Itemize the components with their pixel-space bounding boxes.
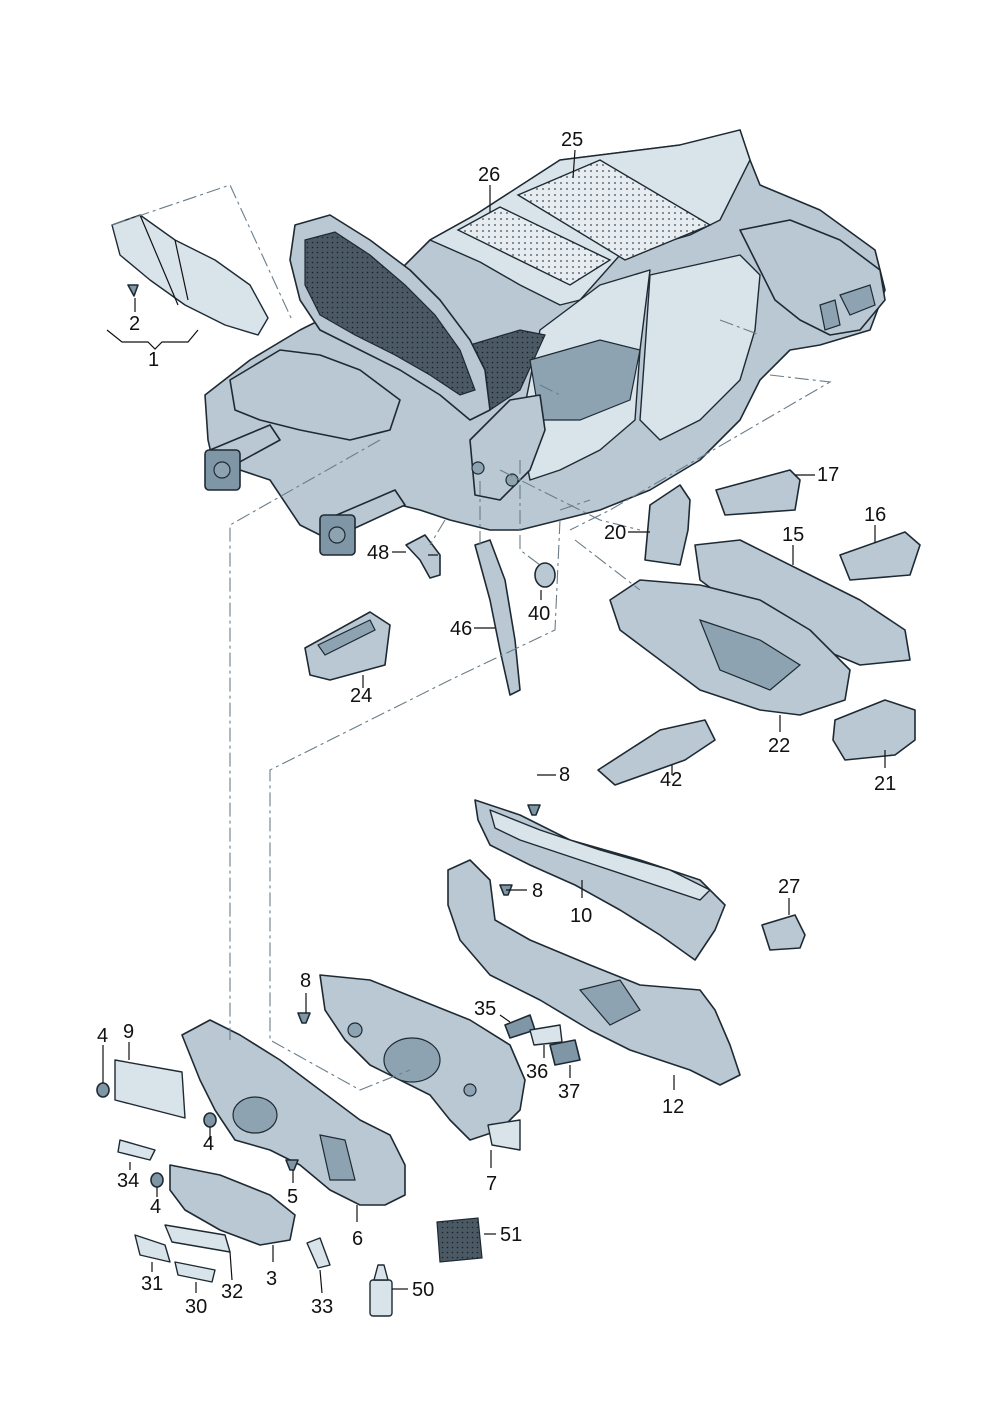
callout-46: 46	[450, 618, 472, 640]
callout-10: 10	[570, 905, 592, 927]
callout-30: 30	[185, 1296, 207, 1318]
callout-26: 26	[478, 164, 500, 186]
callout-20: 20	[604, 522, 626, 544]
roof-damping-mats	[456, 159, 712, 286]
parts-right	[597, 469, 921, 951]
callout-9: 9	[123, 1021, 134, 1043]
callout-48: 48	[367, 542, 389, 564]
callout-27: 27	[778, 876, 800, 898]
parts-upper-middle	[304, 534, 556, 696]
plenum-part-10	[474, 799, 726, 961]
callout-8: 8	[559, 764, 570, 786]
callout-3: 3	[266, 1268, 277, 1290]
car-body	[204, 129, 886, 556]
callout-labels: 1 2 3 4 4 4 5 6 7 8 8 8 9 10 12 15 16 17…	[97, 129, 896, 1318]
callout-32: 32	[221, 1281, 243, 1303]
callout-2: 2	[129, 313, 140, 335]
callout-5: 5	[287, 1186, 298, 1208]
callout-40: 40	[528, 603, 550, 625]
leader-lines	[102, 149, 886, 1294]
callout-37: 37	[558, 1081, 580, 1103]
callout-36: 36	[526, 1061, 548, 1083]
callout-35: 35	[474, 998, 496, 1020]
callout-8: 8	[300, 970, 311, 992]
callout-50: 50	[412, 1279, 434, 1301]
callout-34: 34	[117, 1170, 139, 1192]
callout-4: 4	[97, 1025, 108, 1047]
callout-33: 33	[311, 1296, 333, 1318]
hood	[289, 214, 491, 421]
callout-7: 7	[486, 1173, 497, 1195]
callout-15: 15	[782, 524, 804, 546]
callout-31: 31	[141, 1273, 163, 1295]
firewall-insulation-part-7	[319, 974, 526, 1151]
callout-51: 51	[500, 1224, 522, 1246]
bulkhead-insulation-part-6	[181, 1019, 406, 1206]
callout-21: 21	[874, 773, 896, 795]
callout-12: 12	[662, 1096, 684, 1118]
callout-1: 1	[148, 349, 159, 371]
callout-6: 6	[352, 1228, 363, 1250]
callout-17: 17	[817, 464, 839, 486]
callout-25: 25	[561, 129, 583, 151]
callout-22: 22	[768, 735, 790, 757]
reference-lines	[111, 184, 832, 1091]
callout-4: 4	[203, 1133, 214, 1155]
callout-4: 4	[150, 1196, 161, 1218]
parts-lower-left	[96, 804, 581, 1317]
callout-24: 24	[350, 685, 372, 707]
callout-16: 16	[864, 504, 886, 526]
callout-8: 8	[532, 880, 543, 902]
hood-insulation-part-1	[111, 214, 269, 336]
bulkhead-insulation-part-12	[447, 859, 741, 1086]
callout-42: 42	[660, 769, 682, 791]
